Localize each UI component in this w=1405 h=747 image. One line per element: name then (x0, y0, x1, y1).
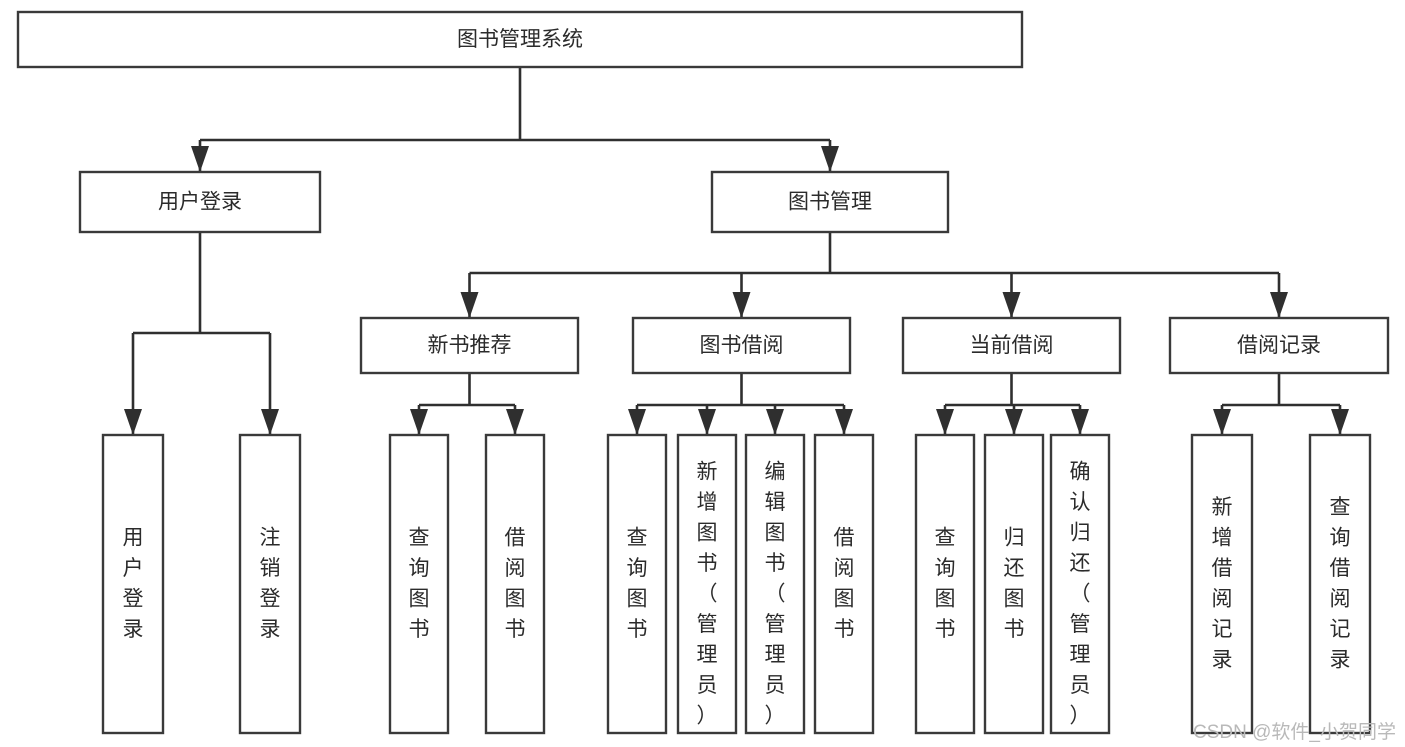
arrow-head-icon-book-borrow (732, 292, 751, 318)
node-label-borrow-book-2: 借阅图书 (834, 526, 855, 641)
node-label-book-management: 图书管理 (788, 191, 872, 214)
node-query-book-3[interactable]: 查询图书 (914, 433, 976, 735)
node-query-book-1[interactable]: 查询图书 (388, 433, 450, 735)
arrow-head-icon-borrow-records (1270, 292, 1288, 318)
node-box-query-book-1 (388, 433, 450, 735)
arrow-head-icon-user-login (191, 146, 209, 172)
node-label-confirm-return-admin: 确认归还（管理员） (1070, 460, 1091, 727)
arrow-head-icon-query-book-2 (628, 409, 646, 435)
node-label-borrow-book-1: 借阅图书 (505, 526, 526, 641)
node-book-borrow[interactable]: 图书借阅 (631, 316, 852, 375)
node-layer: 图书管理系统用户登录图书管理用户登录注销登录新书推荐查询图书借阅图书图书借阅查询… (16, 10, 1390, 735)
node-label-undefined: 图书管理系统 (457, 28, 583, 51)
node-label-add-book-admin: 新增图书（管理员） (697, 460, 718, 727)
node-label-user-login: 用户登录 (158, 191, 242, 214)
node-label-query-book-2: 查询图书 (627, 526, 648, 641)
node-confirm-return-admin[interactable]: 确认归还（管理员） (1049, 433, 1111, 735)
node-borrow-book-1[interactable]: 借阅图书 (484, 433, 546, 735)
arrow-head-icon-query-book-1 (410, 409, 428, 435)
node-new-book-recommend[interactable]: 新书推荐 (359, 316, 580, 375)
node-box-query-book-2 (606, 433, 668, 735)
node-label-book-borrow: 图书借阅 (700, 334, 784, 357)
node-label-query-book-1: 查询图书 (409, 526, 430, 641)
node-label-borrow-records: 借阅记录 (1237, 334, 1321, 357)
node-box-current-borrow (901, 316, 1122, 375)
csdn-watermark: CSDN @软件_小贺同学 (1193, 721, 1396, 743)
node-user-logout[interactable]: 注销登录 (238, 433, 302, 735)
node-box-add-borrow-record (1190, 433, 1254, 735)
node-query-borrow-record[interactable]: 查询借阅记录 (1308, 433, 1372, 735)
arrow-head-icon-return-book (1005, 409, 1023, 435)
node-borrow-book-2[interactable]: 借阅图书 (813, 433, 875, 735)
node-box-user-logout (238, 433, 302, 735)
node-box-new-book-recommend (359, 316, 580, 375)
node-undefined[interactable]: 图书管理系统 (16, 10, 1024, 69)
node-box-return-book (983, 433, 1045, 735)
node-label-new-book-recommend: 新书推荐 (428, 334, 512, 357)
node-edit-book-admin[interactable]: 编辑图书（管理员） (744, 433, 806, 735)
node-query-book-2[interactable]: 查询图书 (606, 433, 668, 735)
node-label-user-logout: 注销登录 (260, 526, 281, 641)
node-box-confirm-return-admin (1049, 433, 1111, 735)
arrow-head-icon-confirm-return-admin (1071, 409, 1089, 435)
node-box-book-borrow (631, 316, 852, 375)
node-box-query-borrow-record (1308, 433, 1372, 735)
node-box-edit-book-admin (744, 433, 806, 735)
node-label-add-borrow-record: 新增借阅记录 (1212, 495, 1233, 671)
node-label-current-borrow: 当前借阅 (970, 334, 1054, 357)
node-borrow-records[interactable]: 借阅记录 (1168, 316, 1390, 375)
node-user-login[interactable]: 用户登录 (78, 170, 322, 234)
arrow-head-icon-borrow-book-1 (506, 409, 524, 435)
node-box-undefined (16, 10, 1024, 69)
node-return-book[interactable]: 归还图书 (983, 433, 1045, 735)
node-label-user-login-do: 用户登录 (123, 526, 144, 641)
arrow-head-icon-add-book-admin (698, 409, 716, 435)
arrow-head-icon-book-management (821, 146, 839, 172)
node-box-user-login-do (101, 433, 165, 735)
node-label-edit-book-admin: 编辑图书（管理员） (765, 460, 786, 727)
arrow-head-icon-query-borrow-record (1331, 409, 1349, 435)
node-box-borrow-records (1168, 316, 1390, 375)
node-box-borrow-book-1 (484, 433, 546, 735)
arrow-head-icon-edit-book-admin (766, 409, 784, 435)
node-current-borrow[interactable]: 当前借阅 (901, 316, 1122, 375)
node-box-user-login (78, 170, 322, 234)
node-label-query-book-3: 查询图书 (935, 526, 956, 641)
node-label-query-borrow-record: 查询借阅记录 (1330, 495, 1351, 671)
node-add-book-admin[interactable]: 新增图书（管理员） (676, 433, 738, 735)
arrow-head-icon-current-borrow (1002, 292, 1021, 318)
connector-layer (124, 67, 1349, 435)
node-add-borrow-record[interactable]: 新增借阅记录 (1190, 433, 1254, 735)
node-box-query-book-3 (914, 433, 976, 735)
node-box-book-management (710, 170, 950, 234)
arrow-head-icon-add-borrow-record (1213, 409, 1231, 435)
arrow-head-icon-query-book-3 (936, 409, 954, 435)
node-box-add-book-admin (676, 433, 738, 735)
arrow-head-icon-borrow-book-2 (835, 409, 853, 435)
arrow-head-icon-user-login-do (124, 409, 142, 435)
node-book-management[interactable]: 图书管理 (710, 170, 950, 234)
node-box-borrow-book-2 (813, 433, 875, 735)
arrow-head-icon-new-book-recommend (460, 292, 479, 318)
node-user-login-do[interactable]: 用户登录 (101, 433, 165, 735)
arrow-head-icon-user-logout (261, 409, 279, 435)
node-label-return-book: 归还图书 (1004, 526, 1025, 641)
